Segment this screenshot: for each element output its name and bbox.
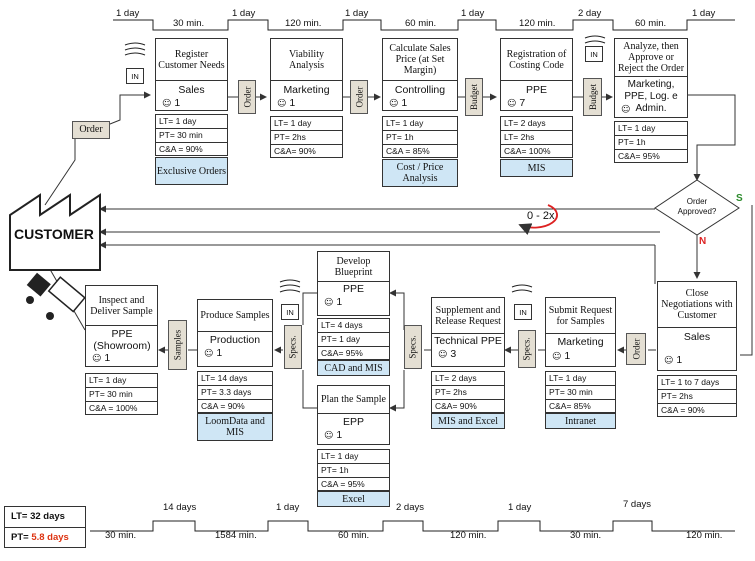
bottom-timeline-min: 30 min.: [105, 530, 137, 541]
bottom-timeline-min: 60 min.: [338, 530, 370, 541]
top-timeline-day: 1 day: [692, 8, 716, 19]
summary-lt: LT= 32 days: [5, 507, 85, 528]
bottom-timeline-day: 2 days: [396, 502, 424, 513]
system-box: MIS: [500, 159, 573, 177]
operator-icon: ☺: [204, 349, 214, 359]
bottom-timeline-day: 14 days: [163, 502, 197, 513]
order-tag: Order: [72, 121, 110, 139]
system-box: Intranet: [545, 413, 616, 429]
operator-icon: ☺: [552, 352, 562, 362]
top-timeline-day: 1 day: [345, 8, 369, 19]
top-timeline-day: 1 day: [461, 8, 485, 19]
inventory-tag: Specs.: [404, 325, 422, 369]
operator-icon: ☺: [507, 99, 517, 109]
top-timeline-min: 120 min.: [285, 18, 322, 29]
summary-pt: PT= 5.8 days: [11, 532, 69, 543]
bottom-timeline-day: 1 day: [276, 502, 300, 513]
bottom-timeline-min: 120 min.: [686, 530, 723, 541]
inventory-tag: Specs.: [284, 325, 302, 369]
operator-icon: ☺: [389, 99, 399, 109]
inventory-tag: Samples: [168, 320, 187, 370]
top-timeline-day: 1 day: [232, 8, 256, 19]
system-box: Excel: [317, 491, 390, 507]
customer-label: CUSTOMER: [14, 226, 94, 242]
inventory-tag: Budget: [583, 78, 602, 116]
top-timeline-min: 120 min.: [519, 18, 556, 29]
inventory-tag: Budget: [465, 78, 483, 116]
process-analyze-approve-order: Analyze, then Approve or Reject the Orde…: [614, 38, 688, 118]
top-timeline-min: 30 min.: [173, 18, 205, 29]
inventory-tag: Order: [238, 80, 256, 114]
decision-no-label: N: [699, 236, 707, 247]
top-timeline-min: 60 min.: [635, 18, 667, 29]
process-inspect-deliver-sample: Inspect and Deliver Sample PPE (Showroom…: [85, 285, 158, 367]
process-plan-sample: Plan the Sample EPP ☺ 1: [317, 385, 390, 445]
process-submit-request-samples: Submit Request for Samples Marketing ☺ 1: [545, 297, 616, 367]
bottom-timeline-min: 30 min.: [570, 530, 602, 541]
in-box: IN: [126, 68, 144, 84]
decision-yes-label: S: [736, 193, 743, 204]
inventory-tag: Order: [626, 333, 646, 365]
process-produce-samples: Produce Samples Production ☺ 1: [197, 299, 273, 367]
top-timeline-min: 60 min.: [405, 18, 437, 29]
bottom-timeline-day: 1 day: [508, 502, 532, 513]
operator-icon: ☺: [324, 431, 334, 441]
system-box: LoomData and MIS: [197, 413, 273, 441]
bottom-timeline-min: 120 min.: [450, 530, 487, 541]
inventory-tag: Specs.: [518, 330, 536, 368]
system-box: MIS and Excel: [431, 413, 505, 429]
inventory-tag: Order: [350, 80, 368, 114]
process-registration-costing-code: Registration of Costing Code PPE ☺ 7: [500, 38, 573, 111]
operator-icon: ☺: [277, 99, 287, 109]
customer-factory-shape: [9, 193, 101, 271]
process-develop-blueprint: Develop Blueprint PPE ☺ 1: [317, 251, 390, 316]
operator-icon: ☺: [664, 356, 674, 366]
process-viability-analysis: Viability Analysis Marketing ☺ 1: [270, 38, 343, 111]
operator-icon: ☺: [438, 350, 448, 360]
system-box: CAD and MIS: [317, 360, 390, 376]
decision-diamond: [654, 179, 740, 236]
order-zigzag: [44, 91, 151, 206]
bottom-timeline-day: 7 days: [623, 499, 651, 510]
summary-box: LT= 32 days PT= 5.8 days: [4, 506, 86, 548]
operator-icon: ☺: [162, 99, 172, 109]
system-box: Cost / Price Analysis: [382, 159, 458, 187]
system-box: Exclusive Orders: [155, 157, 228, 185]
loop-label: 0 - 2x: [527, 210, 555, 222]
process-register-customer-needs: Register Customer Needs Sales ☺ 1: [155, 38, 228, 111]
top-timeline-day: 2 day: [578, 8, 602, 19]
process-supplement-release-request: Supplement and Release Request Technical…: [431, 297, 505, 367]
operator-icon: ☺: [621, 105, 631, 115]
process-calculate-sales-price: Calculate Sales Price (at Set Margin) Co…: [382, 38, 458, 111]
in-box: IN: [585, 46, 603, 62]
operator-icon: ☺: [92, 354, 102, 364]
truck-icon: [26, 272, 86, 320]
process-close-negotiations: Close Negotiations with Customer Sales ☺…: [657, 281, 737, 371]
bottom-timeline-line: [90, 520, 735, 532]
operator-icon: ☺: [324, 298, 334, 308]
top-timeline-line: [113, 19, 735, 31]
top-timeline-day: 1 day: [116, 8, 140, 19]
bottom-timeline-min: 1584 min.: [215, 530, 257, 541]
in-box: IN: [281, 304, 299, 320]
decision-label: Order Approved?: [677, 197, 717, 216]
in-box: IN: [514, 304, 532, 320]
